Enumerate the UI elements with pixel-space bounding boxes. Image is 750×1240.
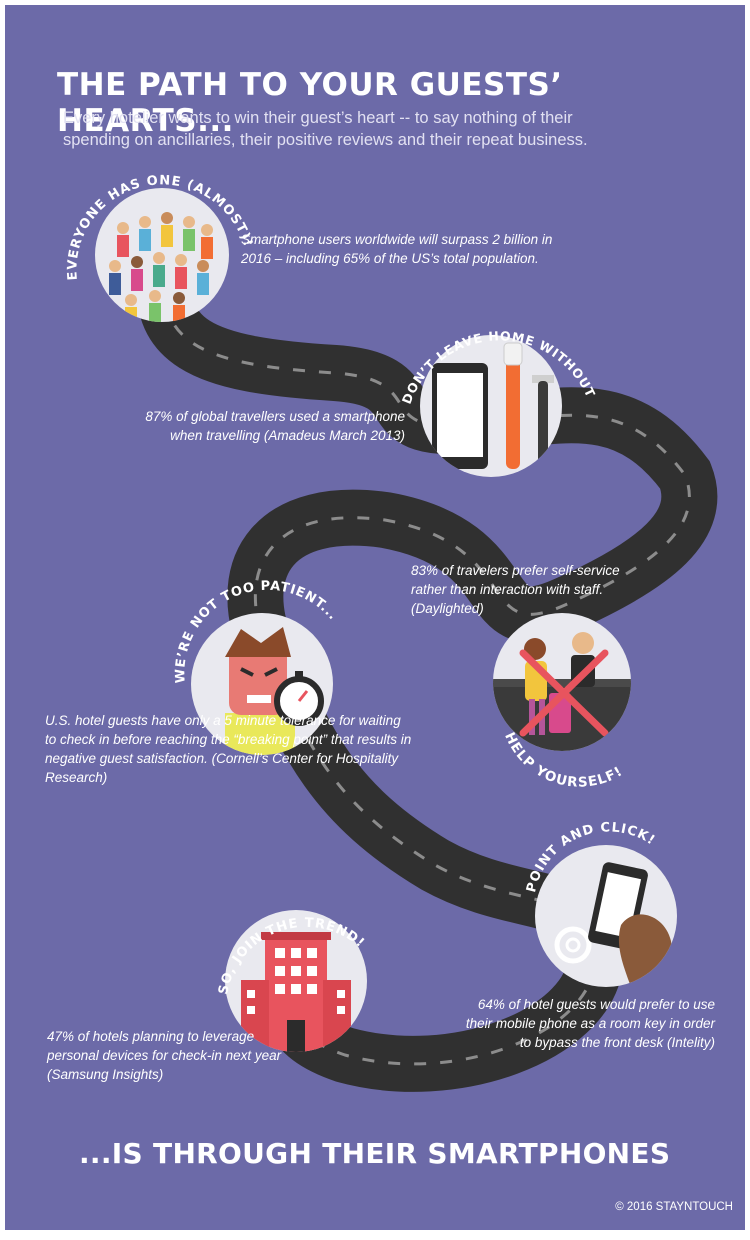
- stat-hotels-planning: 47% of hotels planning to leverage perso…: [47, 1029, 282, 1082]
- svg-text:EVERYONE HAS ONE (ALMOST)!: EVERYONE HAS ONE (ALMOST)!: [65, 173, 255, 281]
- heading-point-and-click: POINT AND CLICK!: [524, 820, 658, 894]
- svg-text:DON’T LEAVE HOME WITHOUT IT!: DON’T LEAVE HOME WITHOUT IT!: [380, 293, 600, 406]
- heading-dont-leave-home: DON’T LEAVE HOME WITHOUT IT!: [380, 293, 600, 406]
- svg-text:SO, JOIN THE TREND!: SO, JOIN THE TREND!: [216, 916, 368, 996]
- stat-patience: U.S. hotel guests have only a 5 minute t…: [45, 713, 412, 785]
- intro-text: Every hotelier wants to win their guest’…: [63, 109, 588, 149]
- heading-everyone-has-one: EVERYONE HAS ONE (ALMOST)!: [65, 173, 255, 281]
- heading-join-the-trend: SO, JOIN THE TREND!: [216, 916, 368, 996]
- road-path: [136, 222, 718, 1092]
- stat-smartphone-users: Smartphone users worldwide will surpass …: [241, 232, 553, 266]
- stat-room-key: 64% of hotel guests would prefer to use …: [465, 997, 715, 1050]
- stat-self-service: 83% of travelers prefer self-service rat…: [411, 563, 620, 616]
- heading-not-too-patient: WE’RE NOT TOO PATIENT...: [173, 579, 340, 684]
- infographic: THE PATH TO YOUR GUESTS’ HEARTS... Every…: [5, 5, 745, 1230]
- page-title: THE PATH TO YOUR GUESTS’ HEARTS...: [57, 67, 563, 139]
- stat-global-travellers: 87% of global travellers used a smartpho…: [145, 409, 405, 443]
- copyright: © 2016 STAYNTOUCH: [615, 1201, 733, 1213]
- heading-help-yourself: HELP YOURSELF!: [501, 730, 626, 791]
- svg-text:WE’RE NOT TOO PATIENT...: WE’RE NOT TOO PATIENT...: [173, 579, 340, 684]
- svg-text:POINT AND CLICK!: POINT AND CLICK!: [524, 820, 658, 894]
- footer-headline: ...IS THROUGH THEIR SMARTPHONES: [79, 1137, 671, 1170]
- crowd-icon: [95, 188, 229, 322]
- phone-toothbrush-razor-icon: [420, 335, 562, 477]
- angry-man-stopwatch-icon: [191, 613, 333, 755]
- svg-text:HELP YOURSELF!: HELP YOURSELF!: [501, 730, 626, 791]
